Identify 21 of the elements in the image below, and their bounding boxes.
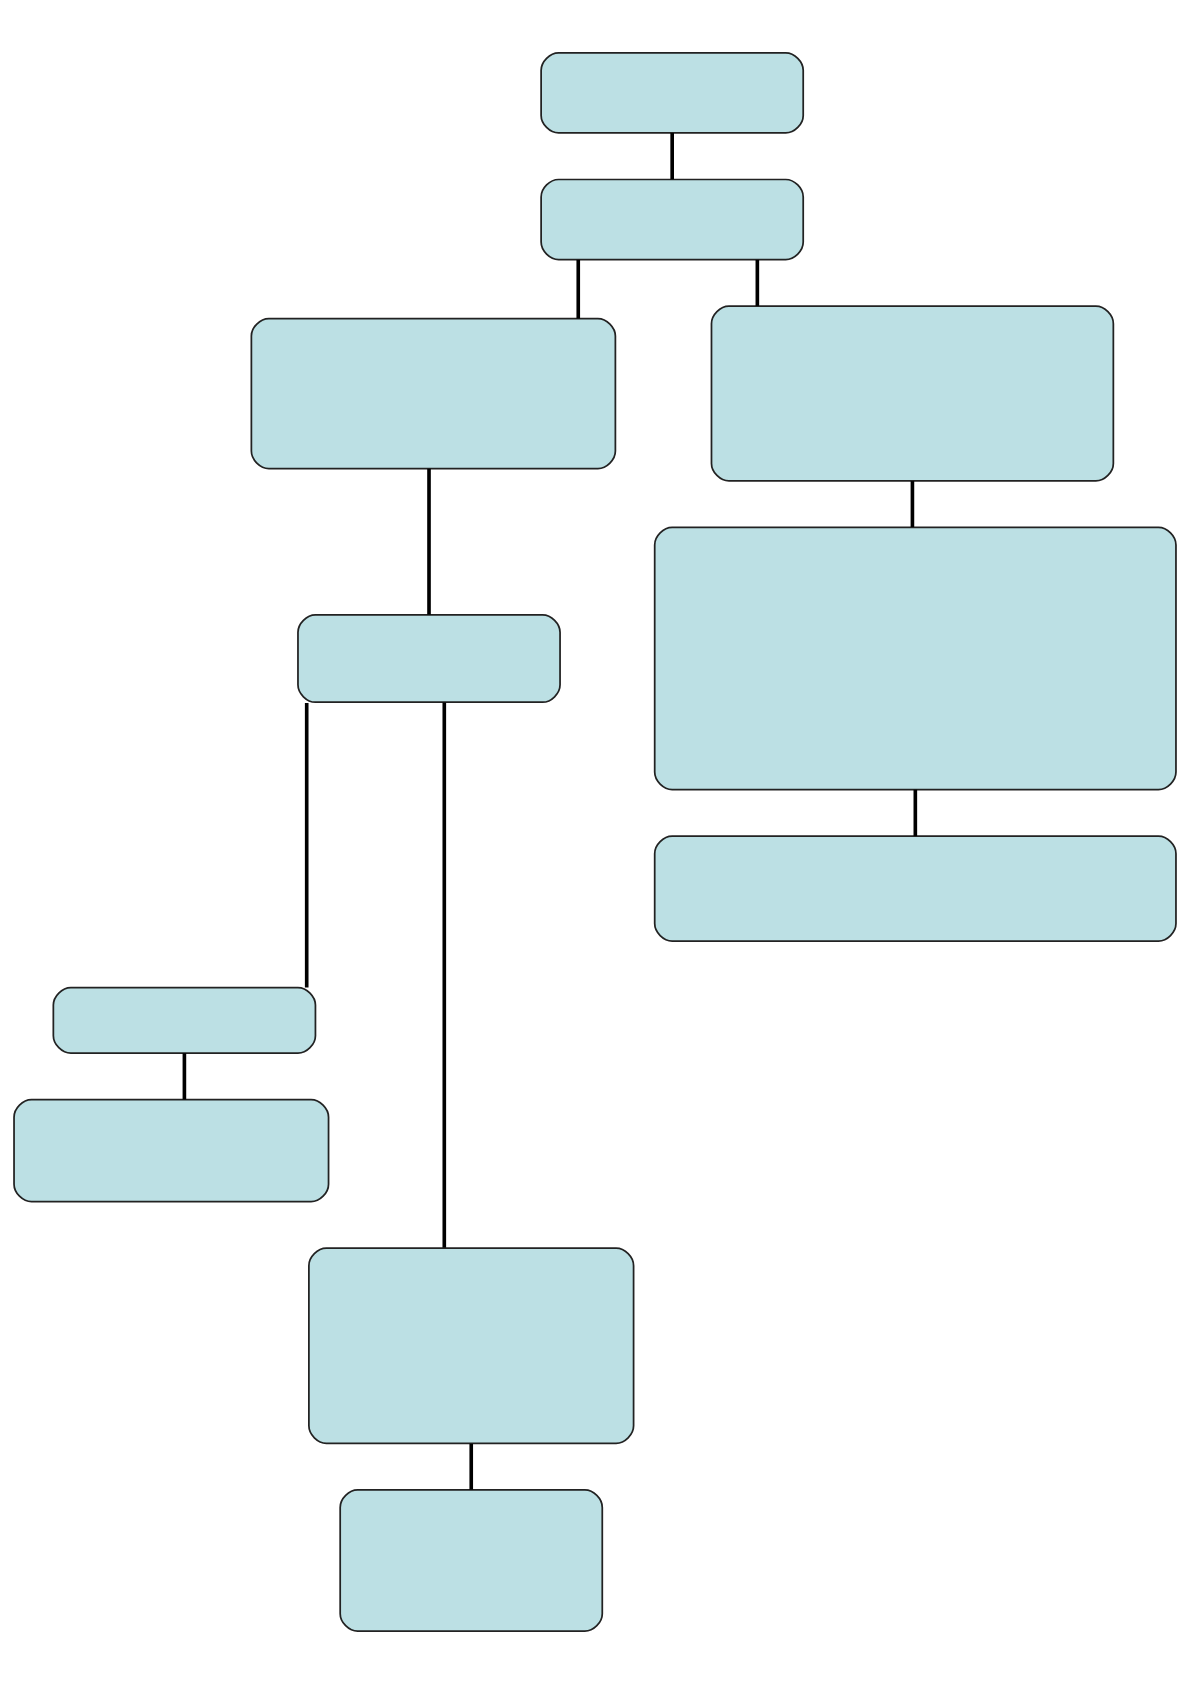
node-box bbox=[13, 1098, 330, 1203]
connector bbox=[910, 481, 915, 528]
node-box bbox=[710, 305, 1115, 482]
node-box bbox=[653, 526, 1177, 791]
connector bbox=[469, 1443, 474, 1490]
connector bbox=[304, 702, 309, 988]
node-box bbox=[308, 1247, 635, 1445]
connector bbox=[576, 259, 581, 319]
connector bbox=[427, 468, 431, 615]
node-box bbox=[297, 614, 561, 704]
connector bbox=[670, 132, 674, 180]
node-box bbox=[653, 835, 1177, 942]
node-box bbox=[540, 51, 805, 134]
node-box bbox=[52, 986, 317, 1054]
connector bbox=[182, 1053, 187, 1100]
connector bbox=[755, 259, 760, 306]
node-box bbox=[250, 317, 617, 470]
node-box bbox=[540, 178, 805, 261]
connector bbox=[442, 702, 447, 1248]
node-box bbox=[339, 1489, 604, 1633]
connector bbox=[913, 789, 918, 837]
